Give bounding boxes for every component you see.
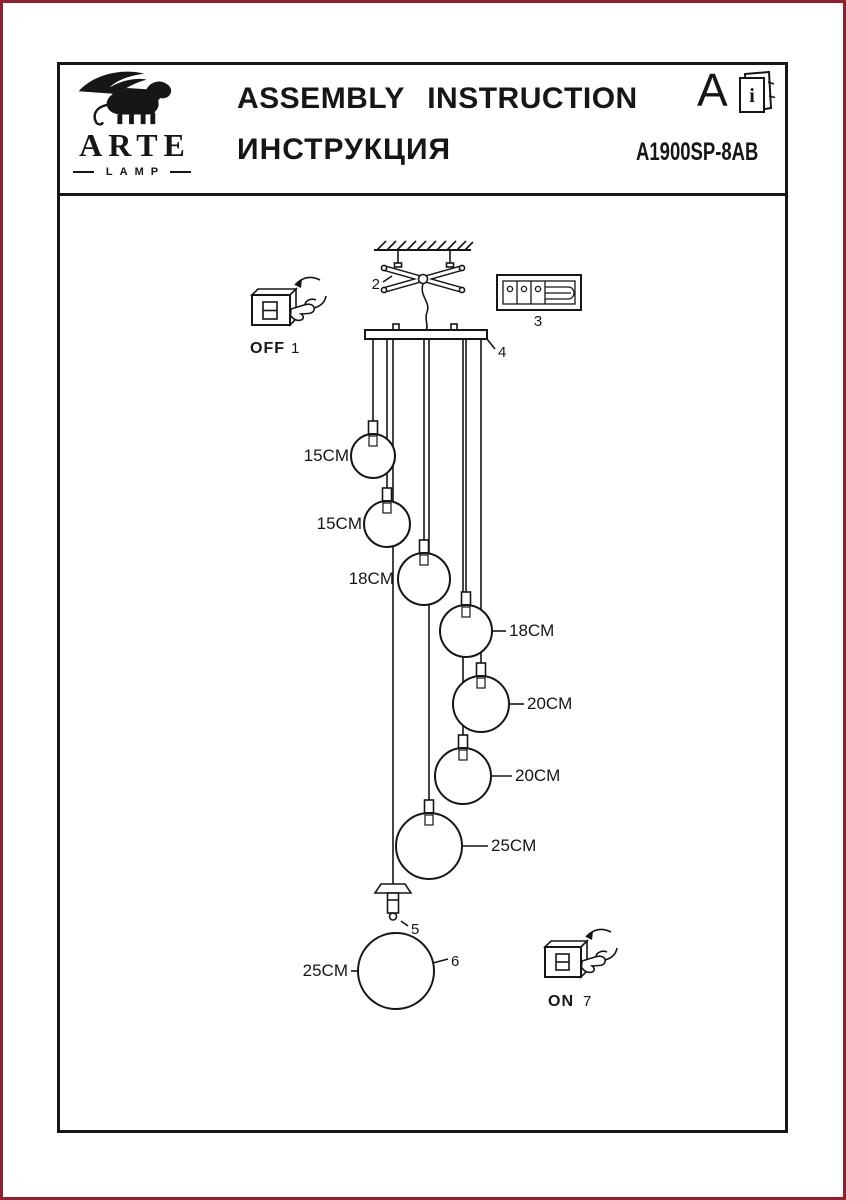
step-number-1: 1: [291, 340, 299, 357]
pendant-label-2: 15CM: [317, 514, 362, 533]
pendant-2: 15CM: [317, 487, 411, 548]
ceiling-plate: 4: [364, 323, 506, 361]
on-label: ON: [548, 993, 574, 1010]
lamp-holder-illustration: 5: [373, 883, 419, 938]
pendant-1: 15CM: [304, 420, 396, 479]
pendant-5: 20CM: [452, 662, 572, 733]
brand-sub-text: LAMP: [105, 166, 166, 178]
booklet-letter: i: [749, 85, 755, 107]
info-booklet-icon: i: [739, 70, 776, 114]
globe-25cm-a: [395, 812, 463, 880]
brand-subtitle: LAMP: [73, 166, 192, 178]
loose-globe-illustration: 25CM 6: [303, 932, 459, 1010]
arte-lamp-lion-icon: [78, 71, 172, 126]
globe-25cm-b: [357, 932, 435, 1010]
step-number-4: 4: [498, 344, 506, 361]
mounting-bracket-illustration: 2: [372, 240, 474, 332]
step-number-7: 7: [583, 993, 591, 1010]
section-letter: A: [697, 64, 728, 116]
brand-name: ARTE: [79, 127, 191, 163]
pendant-6: 20CM: [434, 734, 560, 805]
pendant-4: 18CM: [439, 591, 554, 658]
step-number-3: 3: [534, 313, 542, 330]
step-number-2: 2: [372, 276, 380, 293]
globe-15cm-a: [350, 433, 396, 479]
pendant-7: 25CM: [395, 799, 536, 880]
on-switch-illustration: ON 7: [543, 928, 618, 1010]
pendant-label-4: 18CM: [509, 621, 554, 640]
terminal-block-illustration: 3: [496, 274, 582, 330]
pendant-label-7: 25CM: [491, 836, 536, 855]
off-label: OFF: [250, 340, 285, 357]
globe-20cm-b: [434, 747, 492, 805]
title-russian: ИНСТРУКЦИЯ: [237, 133, 452, 166]
title-english: ASSEMBLY INSTRUCTION: [237, 82, 638, 115]
pendant-label-3: 18CM: [349, 569, 394, 588]
rule-right: [170, 171, 192, 173]
rule-left: [73, 171, 94, 173]
globe-20cm-a: [452, 675, 510, 733]
header-divider: [57, 193, 788, 196]
pendant-label-1: 15CM: [304, 446, 349, 465]
pendant-label-5: 20CM: [527, 694, 572, 713]
loose-globe-label: 25CM: [303, 961, 348, 980]
model-number: A1900SP-8AB: [636, 138, 759, 166]
globe-18cm-a: [397, 552, 451, 606]
step-number-5: 5: [411, 921, 419, 938]
pendant-label-6: 20CM: [515, 766, 560, 785]
globe-15cm-b: [363, 500, 411, 548]
globe-18cm-b: [439, 604, 493, 658]
off-switch-illustration: OFF 1: [250, 276, 327, 357]
step-number-6: 6: [451, 953, 459, 970]
pendant-3: 18CM: [349, 539, 451, 606]
inner-frame: [57, 62, 788, 1133]
